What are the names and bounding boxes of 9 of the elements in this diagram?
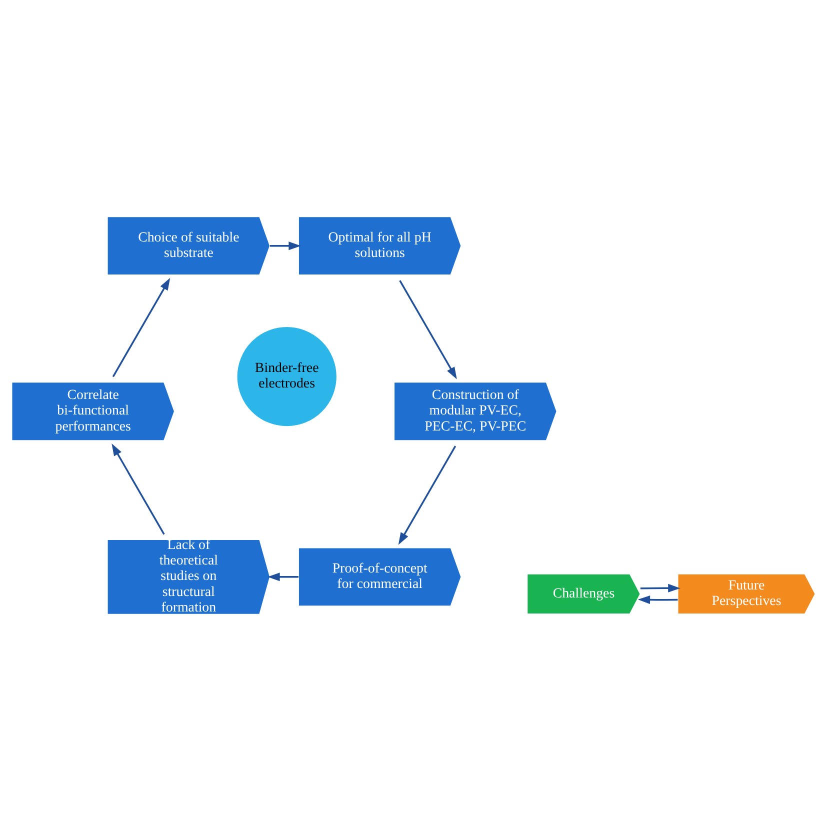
arrow xyxy=(399,280,457,379)
arrow xyxy=(268,572,298,581)
arrow xyxy=(270,241,301,250)
arrow xyxy=(638,595,678,604)
arrow xyxy=(112,443,165,534)
node-circle: Binder-free electrodes xyxy=(236,326,338,427)
arrow xyxy=(398,445,456,544)
arrow xyxy=(112,277,170,377)
arrow xyxy=(640,583,680,592)
